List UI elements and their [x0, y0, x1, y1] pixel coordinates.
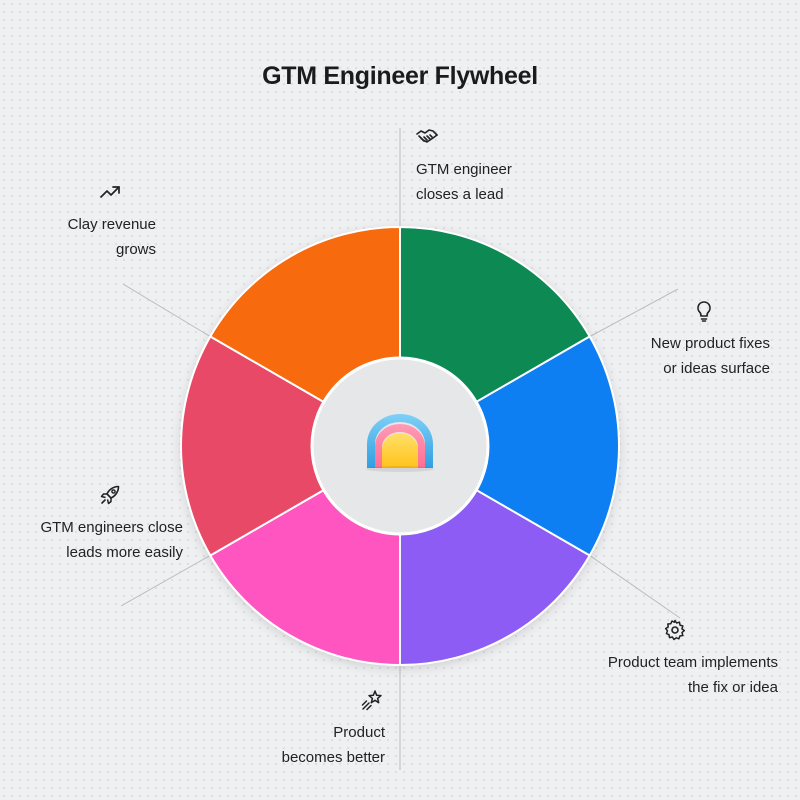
label-line: or ideas surface — [663, 360, 770, 377]
clay-arch-logo-icon — [366, 414, 434, 472]
segment-new-product-fixes — [397, 335, 620, 557]
label-line: Clay revenue — [67, 216, 156, 233]
connector-line — [588, 554, 681, 619]
trending-up-icon — [98, 180, 122, 204]
rocket-icon — [98, 483, 122, 507]
connector-line — [122, 283, 212, 338]
label-new-product-fixes: New product fixes or ideas surface — [651, 331, 770, 381]
label-product-team-implements: Product team implements the fix or idea — [608, 650, 778, 700]
sparkle-star-icon — [360, 688, 384, 712]
lightbulb-icon — [692, 299, 716, 323]
gear-icon — [663, 618, 687, 642]
label-line: GTM engineer — [416, 161, 512, 178]
handshake-icon — [415, 125, 439, 149]
segment-gtm-engineers-close-easily — [180, 335, 403, 557]
label-product-becomes-better: Product becomes better — [282, 720, 385, 770]
label-line: closes a lead — [416, 186, 504, 203]
label-gtm-engineers-close-easily: GTM engineers close leads more easily — [40, 515, 183, 565]
label-line: Product team implements — [607, 654, 778, 671]
label-line: GTM engineers close — [40, 519, 183, 536]
label-line: the fix or idea — [687, 679, 778, 696]
label-line: Product — [333, 724, 385, 741]
connector-line — [120, 554, 212, 607]
label-line: grows — [115, 241, 156, 258]
label-clay-revenue-grows: Clay revenue grows — [68, 212, 156, 262]
label-line: leads more easily — [66, 544, 183, 561]
label-line: becomes better — [281, 749, 385, 766]
connector-line — [588, 288, 679, 338]
label-line: New product fixes — [650, 335, 770, 352]
label-gtm-engineer-closes-lead: GTM engineer closes a lead — [416, 157, 512, 207]
page-title: GTM Engineer Flywheel — [262, 62, 538, 90]
